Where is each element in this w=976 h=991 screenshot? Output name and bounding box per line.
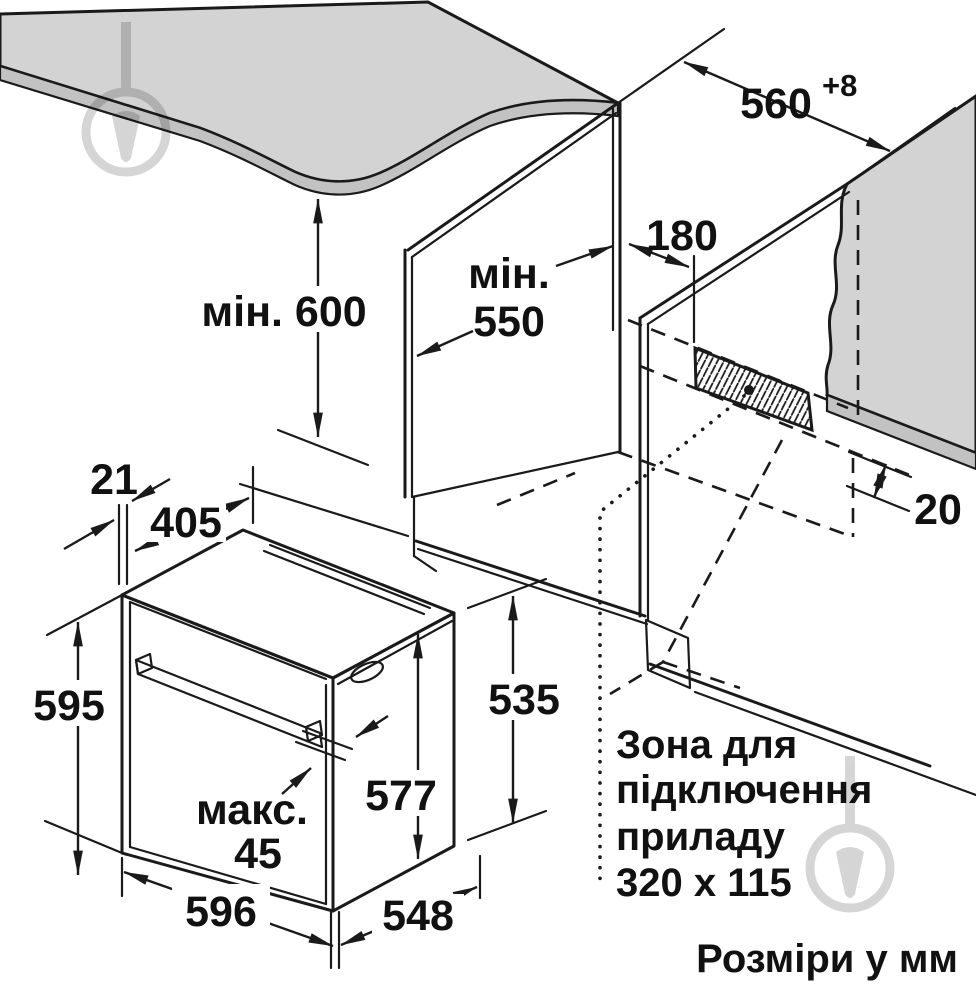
dim-min550-label-2: 550 xyxy=(473,298,545,346)
dim-595-label: 595 xyxy=(33,682,105,730)
dim-21: 21 xyxy=(63,456,171,586)
dim-20: 20 xyxy=(845,450,962,534)
dim-560-label: 560 xyxy=(740,80,812,128)
dim-560-tolerance: +8 xyxy=(822,68,857,103)
dim-20-label: 20 xyxy=(914,486,962,534)
watermark-logo-top-left xyxy=(81,22,171,177)
dim-548: 548 xyxy=(340,854,482,947)
right-wall xyxy=(824,94,976,471)
dim-max45-label-1: макс. xyxy=(196,786,308,834)
dim-min600-label: мін. 600 xyxy=(201,288,366,336)
dim-min550: мін. 550 xyxy=(416,244,614,358)
dim-535: 535 xyxy=(466,577,572,842)
wall-surface xyxy=(824,94,976,455)
niche-column xyxy=(238,101,649,626)
dim-548-label: 548 xyxy=(382,892,454,940)
connection-zone-caption: Зона для підключення приладу 320 x 115 xyxy=(616,723,872,905)
connection-zone xyxy=(598,345,814,882)
dim-405-label: 405 xyxy=(150,499,222,547)
dim-596: 596 xyxy=(120,856,341,970)
dim-595: 595 xyxy=(30,593,124,876)
dim-577: 577 xyxy=(352,633,450,860)
connection-point-dot xyxy=(744,385,754,395)
dim-21-label: 21 xyxy=(90,456,138,504)
wall-baseboard xyxy=(825,393,976,471)
oven xyxy=(120,528,456,913)
dim-min600: мін. 600 xyxy=(196,198,374,467)
dim-405: 405 xyxy=(134,465,255,553)
countertop xyxy=(0,0,620,196)
zone-caption-line-4: 320 x 115 xyxy=(616,861,792,905)
countertop-front-edge xyxy=(0,64,620,196)
dim-577-label: 577 xyxy=(365,772,437,820)
side-vent-hole xyxy=(350,660,384,684)
dim-560: 560 +8 xyxy=(616,27,957,186)
dim-max45: макс. 45 xyxy=(196,714,389,878)
zone-caption-line-3: приладу xyxy=(616,815,786,859)
dim-max45-label-2: 45 xyxy=(234,830,282,878)
dim-535-label: 535 xyxy=(488,676,560,724)
zone-caption-line-1: Зона для xyxy=(616,723,797,767)
zone-caption-line-2: підключення xyxy=(616,768,872,812)
dim-596-label: 596 xyxy=(185,888,257,936)
dim-180: 180 xyxy=(628,212,718,344)
units-footnote: Розміри у мм xyxy=(696,937,958,981)
side-panel xyxy=(638,182,976,797)
dim-180-label: 180 xyxy=(646,212,718,260)
hidden-edges xyxy=(496,318,913,696)
watermark-logo-bottom-right xyxy=(805,756,895,913)
dim-min550-label-1: мін. xyxy=(468,250,550,298)
